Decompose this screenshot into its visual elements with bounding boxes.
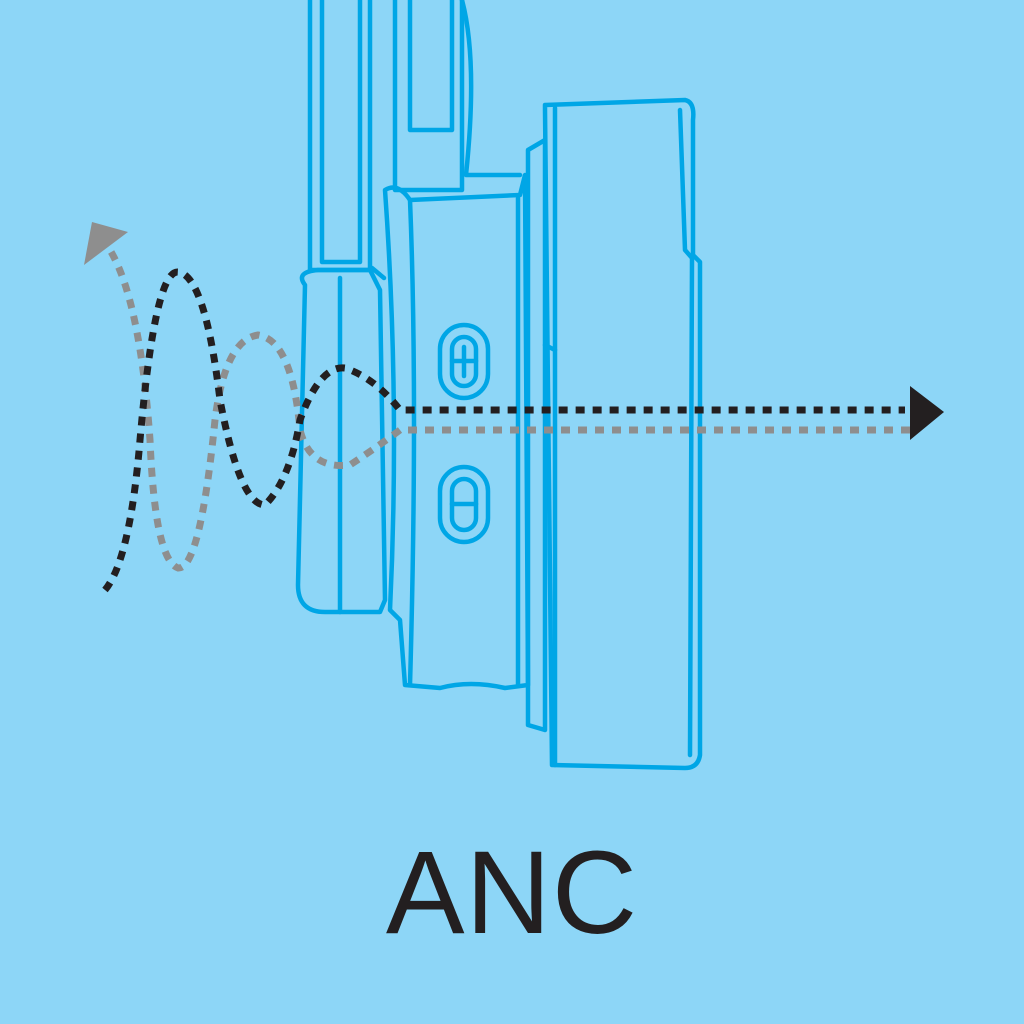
ear-cushion [525, 97, 703, 771]
anti-noise-wave [84, 222, 910, 572]
ear-cup-shell [295, 265, 388, 615]
anti-noise-arrowhead [84, 222, 128, 265]
volume-up-button [437, 322, 491, 401]
noise-arrowhead [910, 386, 944, 440]
center-housing [382, 172, 531, 691]
volume-down-button [437, 464, 491, 545]
anc-label: ANC [385, 827, 639, 959]
noise-wave [102, 268, 944, 593]
headband [307, 0, 523, 273]
